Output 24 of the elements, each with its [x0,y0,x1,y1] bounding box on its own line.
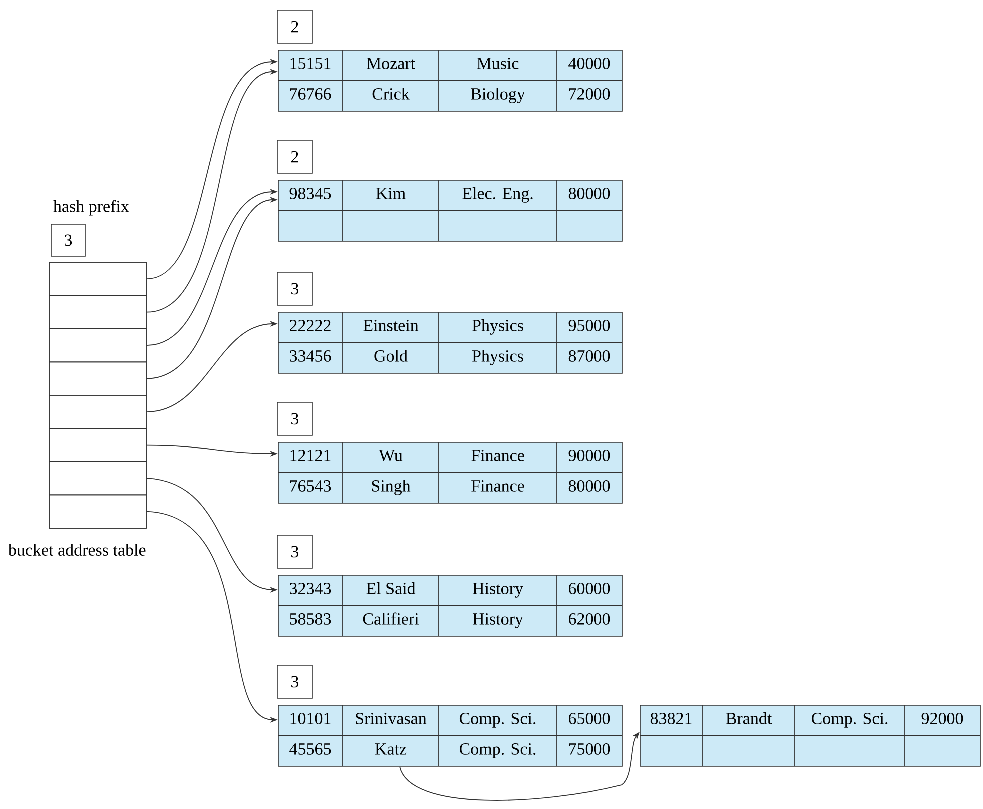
depth-box: 2 [277,140,313,174]
caption-text: bucket address table [8,544,146,556]
table-slot [49,428,147,462]
bucket-table: 22222 Einstein Physics 95000 33456 Gold Physics 87000 [278,312,623,374]
table-slot [49,328,147,363]
depth-box: 3 [277,535,313,569]
bucket-table: 15151 Mozart Music 40000 76766 Crick Biology 72000 [278,50,623,112]
table-slot [49,395,147,430]
bucket-table: 10101 Srinivasan Comp. Sci. 65000 45565 Katz Comp. Sci. 75000 [278,704,623,767]
depth-box: 3 [277,272,313,306]
depth-box: 3 [51,224,86,257]
bucket-table: 12121 Wu Finance 90000 76543 Singh Finance 80000 [278,442,623,504]
depth-box: 2 [277,10,313,44]
caption-text: hash prefix [54,200,130,216]
depth-box: 3 [277,665,313,699]
table-slot [49,295,147,330]
bucket-table: 32343 El Said History 60000 58583 Califieri History 62000 [278,574,623,637]
bucket-table: 83821 Brandt Comp. Sci. 92000 [640,704,981,767]
table-slot [49,262,147,296]
bucket-table: 98345 Kim Elec. Eng. 80000 [278,180,623,242]
table-slot [49,362,147,396]
table-slot [49,462,147,496]
table-slot [49,494,147,529]
depth-box: 3 [277,402,313,436]
